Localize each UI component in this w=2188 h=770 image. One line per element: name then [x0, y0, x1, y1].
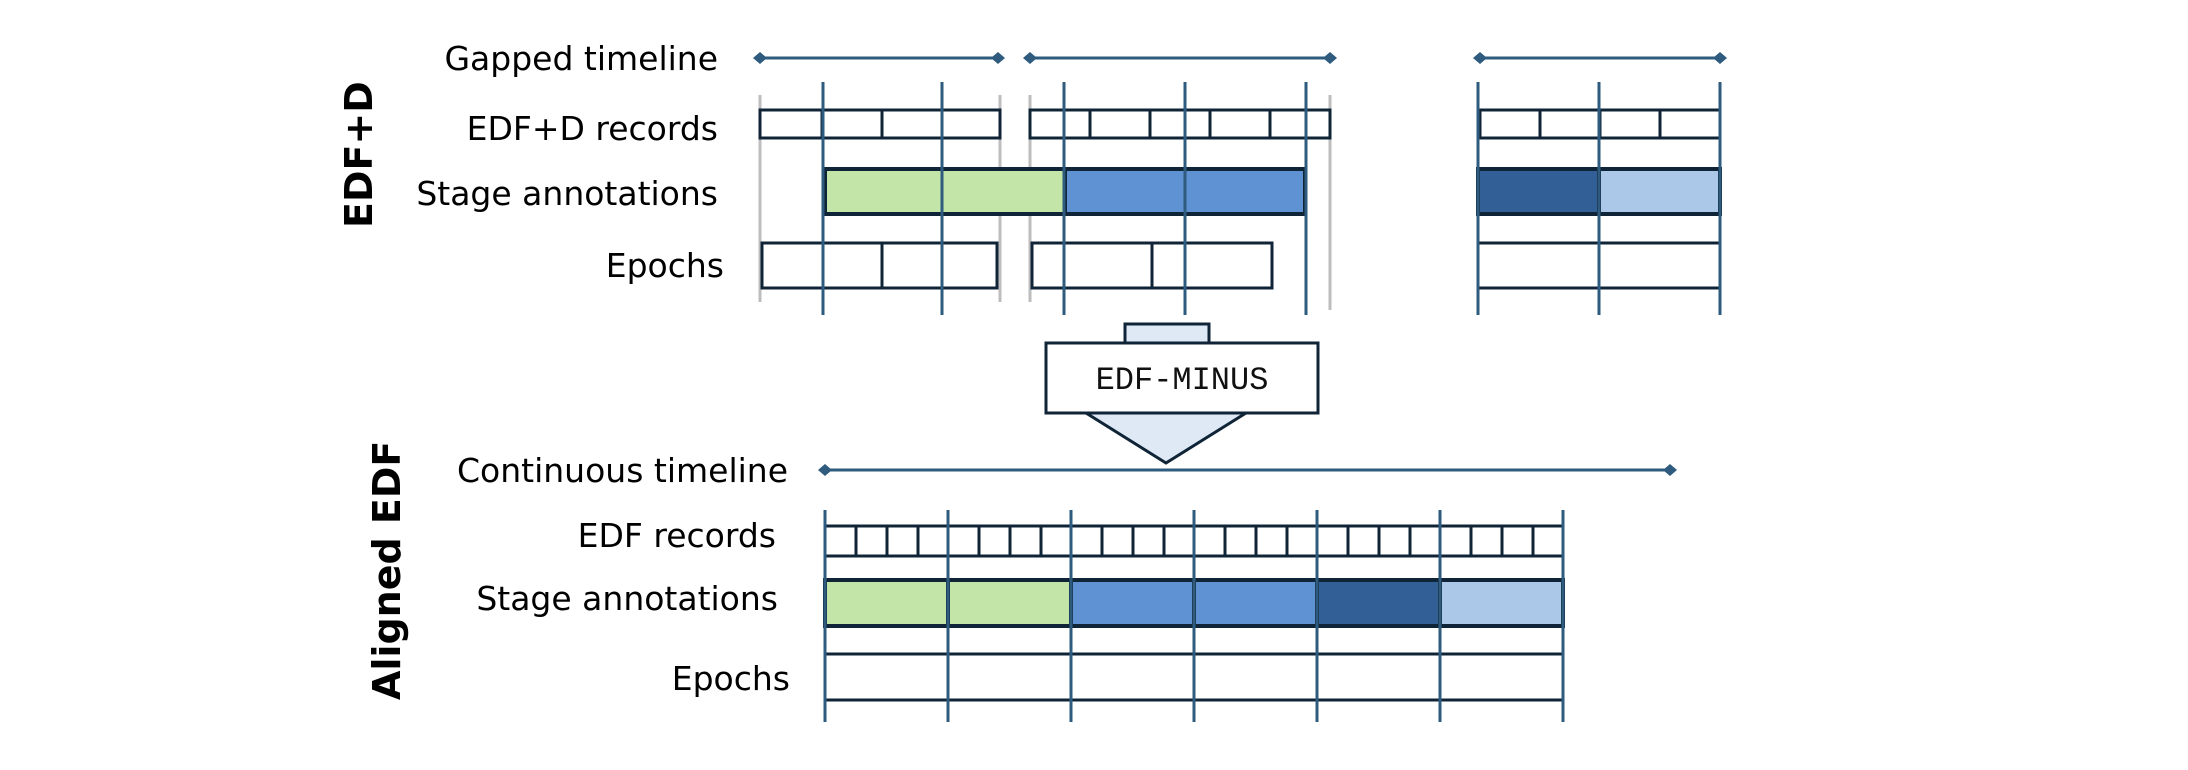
section-title-edfd: EDF+D [337, 81, 381, 228]
edf-minus-arrow: EDF-MINUS [1044, 322, 1320, 465]
epoch-grid-bottom [823, 510, 1565, 722]
label-stage-annotations-bottom: Stage annotations [476, 579, 778, 618]
label-stage-annotations-top: Stage annotations [416, 174, 718, 213]
edf-minus-label: EDF-MINUS [1096, 362, 1269, 399]
edfd-records [758, 108, 1722, 140]
epoch-grid-top [821, 82, 1722, 315]
label-edfd-records: EDF+D records [467, 109, 718, 148]
label-continuous-timeline: Continuous timeline [457, 451, 788, 490]
label-gapped-timeline: Gapped timeline [444, 39, 718, 78]
stage-annotations-top [823, 167, 1722, 216]
label-epochs-bottom: Epochs [672, 659, 790, 698]
stage-annotations-bottom [823, 578, 1565, 628]
edf-minus-box [1044, 341, 1320, 415]
epochs-top [760, 241, 1722, 290]
gapped-timeline [753, 52, 1727, 64]
label-edf-records: EDF records [578, 516, 776, 555]
continuous-timeline [818, 464, 1677, 476]
label-epochs-top: Epochs [606, 246, 724, 285]
section-title-aligned: Aligned EDF [365, 441, 409, 700]
